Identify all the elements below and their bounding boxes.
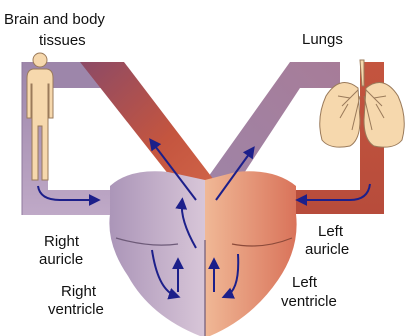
label-right-ventricle-line2: ventricle — [48, 301, 104, 318]
label-right-ventricle-line1: Right — [61, 283, 96, 300]
label-left-auricle-line2: auricle — [305, 241, 349, 258]
label-lungs: Lungs — [302, 31, 362, 48]
right-heart — [109, 171, 205, 336]
label-left-ventricle-line2: ventricle — [281, 293, 337, 310]
label-brain-line1: Brain and body — [4, 11, 144, 28]
label-left-auricle-line1: Left — [318, 223, 343, 240]
label-right-auricle-line1: Right — [44, 233, 79, 250]
label-right-auricle-line2: auricle — [39, 251, 83, 268]
label-brain-line2: tissues — [39, 32, 109, 49]
label-left-ventricle-line1: Left — [292, 274, 317, 291]
